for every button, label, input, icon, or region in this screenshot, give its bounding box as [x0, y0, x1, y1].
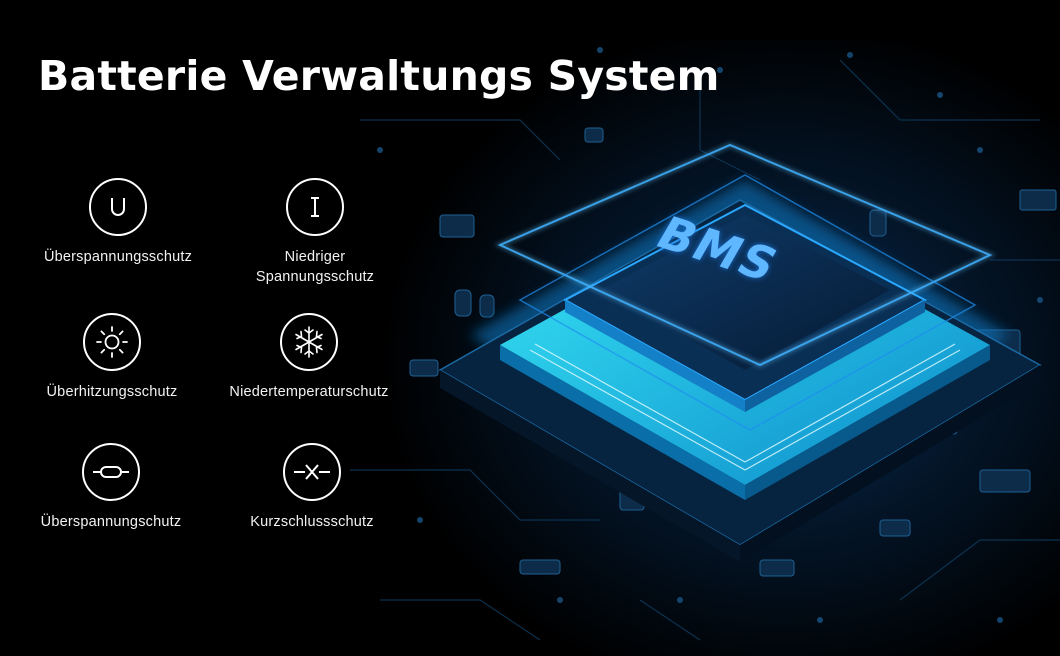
page-title: Batterie Verwaltungs System [38, 52, 720, 100]
feature-label: Überspannungschutz [40, 514, 182, 530]
short-circuit-icon [283, 443, 341, 501]
feature-undervoltage-protection: Niedriger Spannungsschutz [220, 178, 410, 287]
snowflake-icon [280, 313, 338, 371]
u-letter-icon [89, 178, 147, 236]
sun-icon [83, 313, 141, 371]
feature-short-circuit-protection: Kurzschlussschutz [217, 443, 407, 532]
feature-label: Überhitzungsschutz [46, 384, 178, 400]
feature-label: Niedriger Spannungsschutz [255, 249, 375, 285]
fuse-icon [82, 443, 140, 501]
feature-overvoltage-protection: Überspannungsschutz [23, 178, 213, 267]
feature-overheat-protection: Überhitzungsschutz [17, 313, 207, 402]
feature-label: Kurzschlussschutz [250, 514, 374, 530]
i-letter-icon [286, 178, 344, 236]
feature-low-temperature-protection: Niedertemperaturschutz [214, 313, 404, 402]
feature-overvoltage-protection-fuse: Überspannungschutz [16, 443, 206, 532]
feature-label: Niedertemperaturschutz [229, 384, 389, 400]
feature-label: Überspannungsschutz [43, 249, 193, 265]
